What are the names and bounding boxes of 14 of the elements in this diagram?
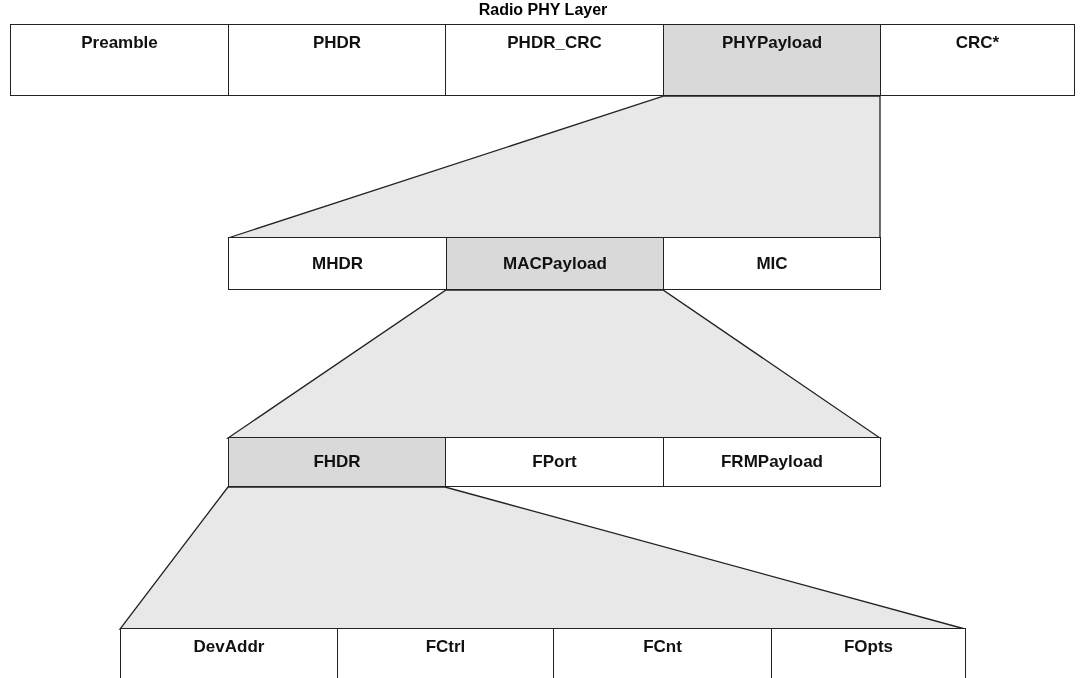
packet-field: PHDR_CRC: [445, 24, 664, 96]
packet-field: PHDR: [228, 24, 446, 96]
packet-field: FRMPayload: [663, 437, 881, 487]
packet-field: FHDR: [228, 437, 446, 487]
packet-field: MACPayload: [446, 237, 664, 290]
diagram-title: Radio PHY Layer: [477, 1, 609, 19]
packet-field: MHDR: [228, 237, 447, 290]
packet-field: CRC*: [880, 24, 1075, 96]
packet-field: MIC: [663, 237, 881, 290]
packet-field: FOpts: [771, 628, 966, 678]
packet-field: PHYPayload: [663, 24, 881, 96]
packet-field: FPort: [445, 437, 664, 487]
packet-field: DevAddr: [120, 628, 338, 678]
packet-field: Preamble: [10, 24, 229, 96]
